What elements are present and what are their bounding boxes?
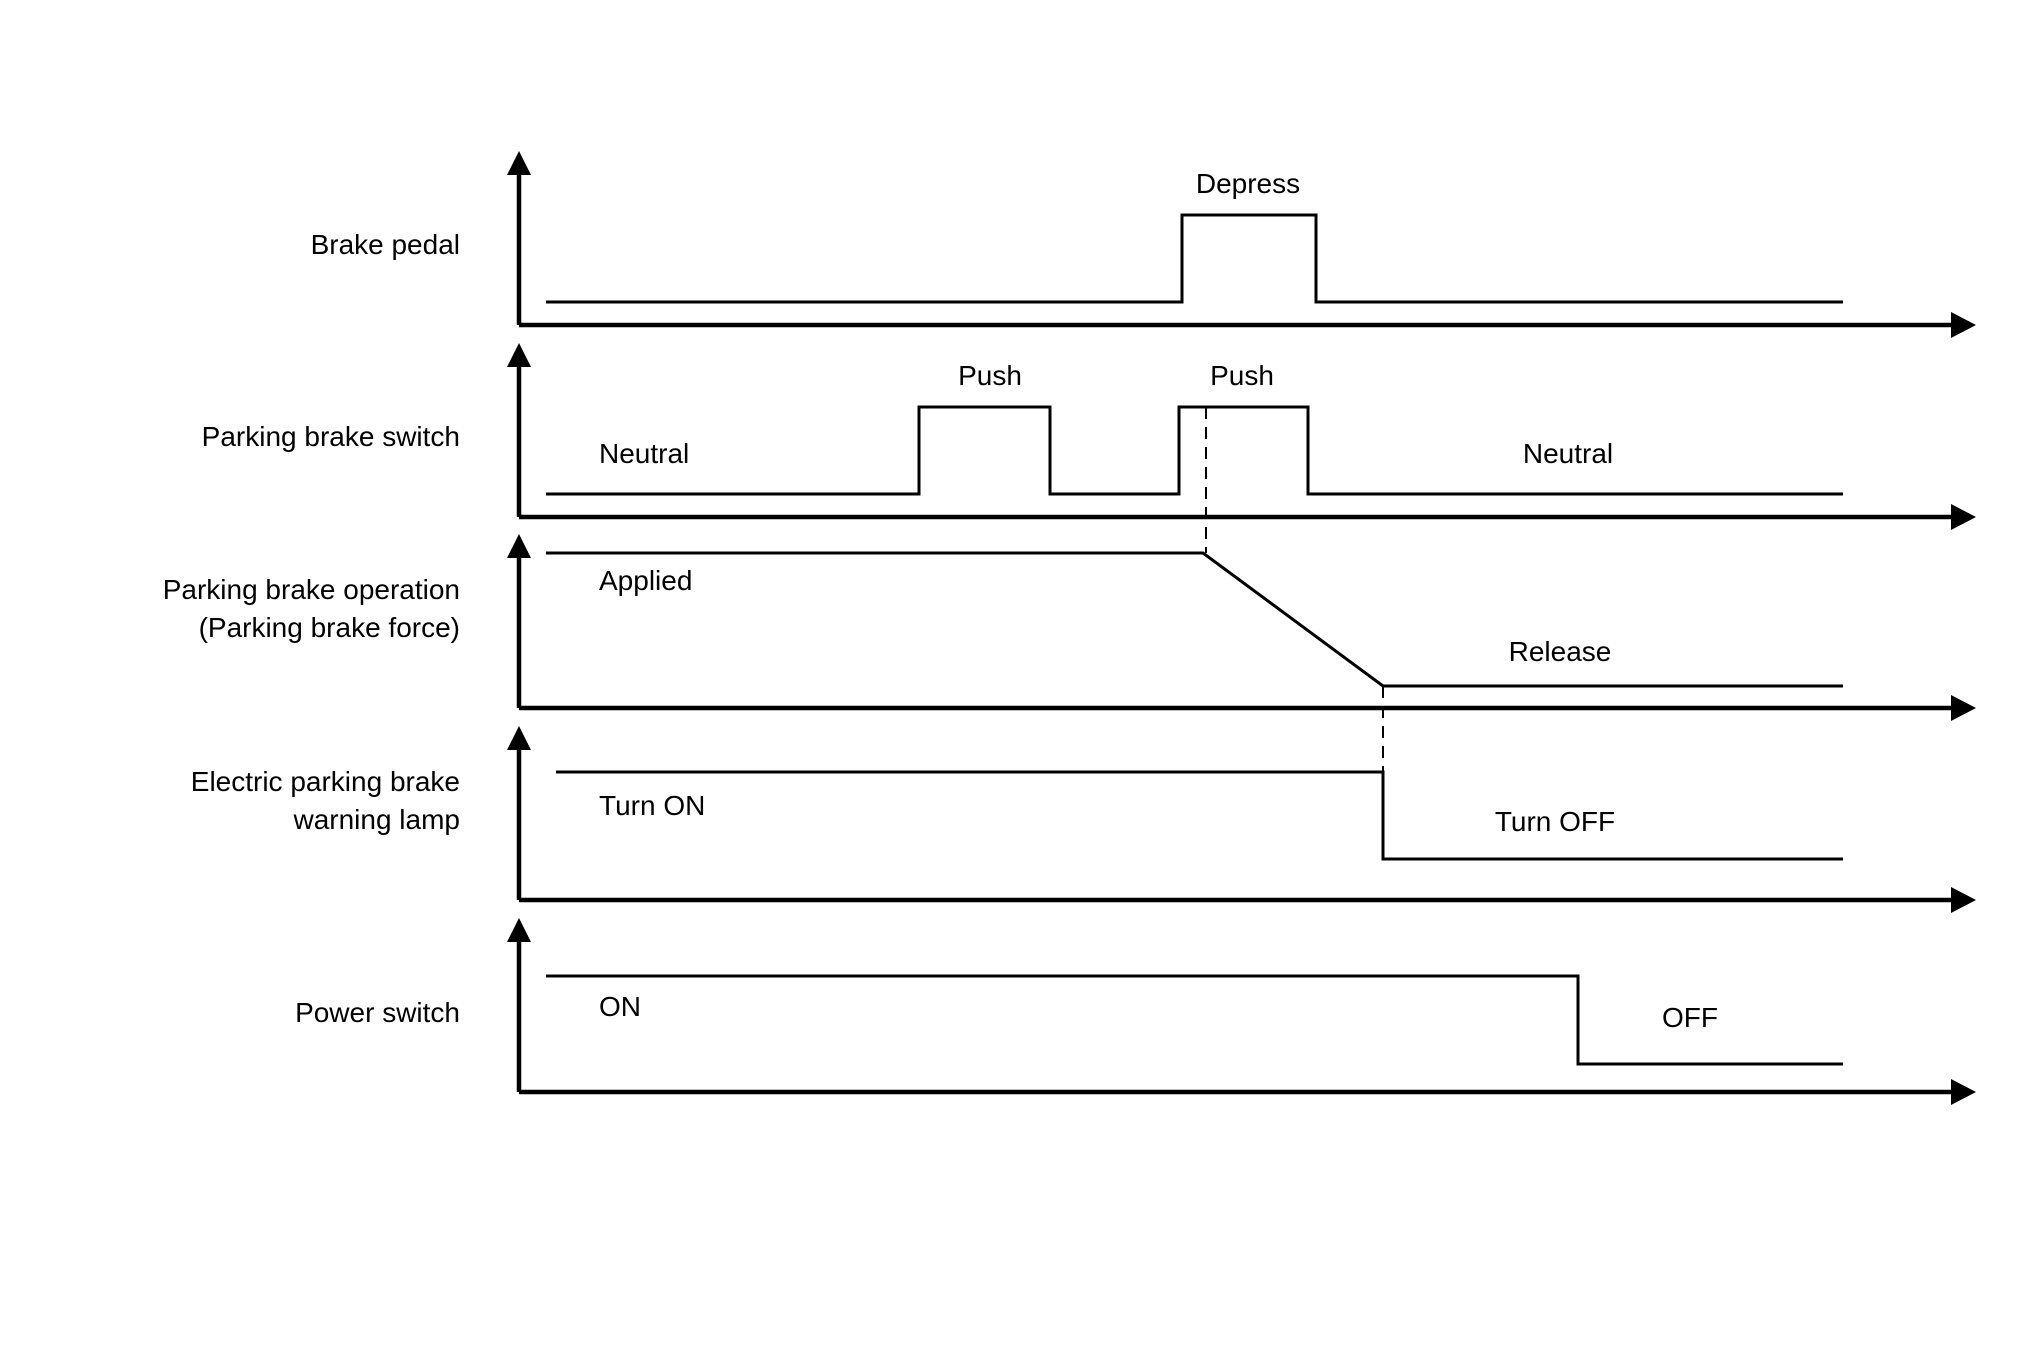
state-label-push-first: Push — [958, 360, 1022, 391]
signal-label-parking-brake-force: (Parking brake force) — [199, 612, 460, 643]
time-axis-arrowhead-parking-brake-operation — [1951, 695, 1976, 721]
y-axis-arrowhead-brake-pedal — [507, 151, 531, 175]
waveform-warning-lamp — [556, 770, 1843, 861]
signal-label-brake-pedal: Brake pedal — [311, 229, 460, 260]
time-axis-arrowhead-brake-pedal — [1951, 312, 1976, 338]
time-axis-arrowhead-power-switch — [1951, 1079, 1976, 1105]
time-axis-arrowhead-warning-lamp — [1951, 887, 1976, 913]
waveform-power-switch — [546, 974, 1843, 1066]
signal-label-warning-lamp-line2: warning lamp — [292, 804, 460, 835]
y-axis-arrowhead-warning-lamp — [507, 726, 531, 750]
time-axis-arrowhead-parking-brake-switch — [1951, 504, 1976, 530]
signal-label-parking-brake-operation: Parking brake operation — [163, 574, 460, 605]
signal-label-warning-lamp-line1: Electric parking brake — [191, 766, 460, 797]
y-axis-arrowhead-parking-brake-operation — [507, 534, 531, 558]
signal-warning-lamp: Electric parking brake warning lamp Turn… — [191, 726, 1976, 913]
waveform-brake-pedal — [546, 213, 1843, 304]
state-label-turn-off: Turn OFF — [1495, 806, 1615, 837]
state-label-push-second: Push — [1210, 360, 1274, 391]
signal-parking-brake-operation: Parking brake operation (Parking brake f… — [163, 534, 1976, 721]
signal-label-power-switch: Power switch — [295, 997, 460, 1028]
state-label-neutral-right: Neutral — [1523, 438, 1613, 469]
state-label-on: ON — [599, 991, 641, 1022]
y-axis-arrowhead-power-switch — [507, 918, 531, 942]
y-axis-arrowhead-parking-brake-switch — [507, 343, 531, 367]
state-label-turn-on: Turn ON — [599, 790, 705, 821]
state-label-neutral-left: Neutral — [599, 438, 689, 469]
waveform-parking-brake-switch — [546, 405, 1843, 496]
state-label-off: OFF — [1662, 1002, 1718, 1033]
signal-label-parking-brake-switch: Parking brake switch — [202, 421, 460, 452]
state-label-release: Release — [1509, 636, 1612, 667]
signal-parking-brake-switch: Parking brake switch Neutral Push Push N… — [202, 343, 1976, 530]
state-label-depress: Depress — [1196, 168, 1300, 199]
state-label-applied: Applied — [599, 565, 692, 596]
signal-power-switch: Power switch ON OFF — [295, 918, 1976, 1105]
waveform-parking-brake-operation — [546, 551, 1843, 688]
signal-brake-pedal: Brake pedal Depress — [311, 151, 1976, 338]
